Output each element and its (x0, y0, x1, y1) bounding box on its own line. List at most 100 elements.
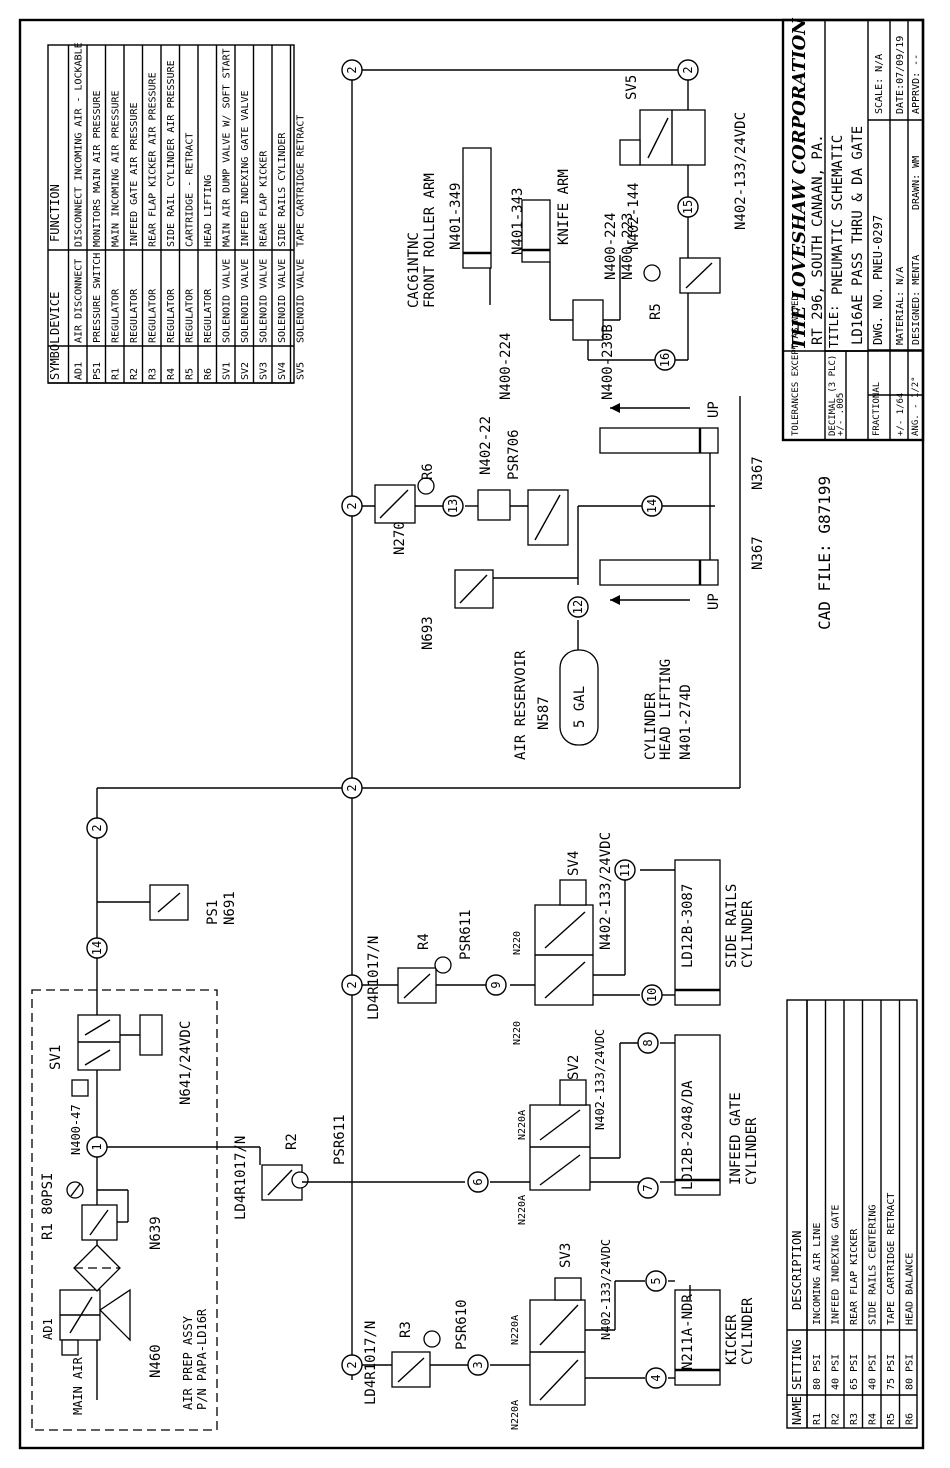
node-n7: 7 (637, 1177, 659, 1199)
device-table-function: MAIN INCOMING AIR PRESSURE (111, 90, 122, 247)
air-res-label-2: N587 (536, 696, 552, 730)
five-gal-label: 5 GAL (572, 686, 588, 728)
infeed-gate-cylinder (660, 1034, 721, 1196)
node-label: 2 (345, 981, 359, 988)
filter (73, 1244, 121, 1292)
node-label: 14 (645, 499, 659, 513)
device-table-function: TAPE CARTRIDGE RETRACT (296, 115, 307, 247)
device-table-symbol: SV3 (259, 362, 270, 380)
fractional-value: +/- 1/64 (896, 393, 906, 436)
n220a-2-label: N220A (517, 1195, 528, 1225)
settings-setting: 65 PSI (849, 1354, 860, 1390)
n400-47-label: N400-47 (69, 1104, 83, 1155)
sv2-label: SV2 (566, 1055, 582, 1080)
head-lifting-cylinders (577, 427, 719, 586)
node-label: 6 (471, 1178, 485, 1185)
node-label: 2 (681, 66, 695, 73)
air-prep-label-2: P/N PAPA-LD16R (195, 1308, 209, 1410)
settings-description: INFEED INDEXING GATE (831, 1205, 842, 1325)
node-n2: 2 (341, 59, 363, 81)
device-table-device: REGULATOR (148, 288, 159, 343)
device-table-symbol: SV4 (277, 362, 288, 380)
device-table-function: CARTRIDGE - RETRACT (185, 133, 196, 247)
n220-2-label: N220 (512, 1021, 523, 1045)
device-table-function: MONITORS MAIN AIR PRESSURE (92, 90, 103, 247)
title-label: TITLE: (827, 305, 841, 348)
shuttle-valve (572, 255, 688, 361)
n639-label: N639 (148, 1216, 164, 1250)
device-table-device: REGULATOR (166, 288, 177, 343)
node-n11: 11 (614, 859, 636, 881)
n400-230b-label: N400-230B (600, 324, 616, 400)
decimal-label: DECIMAL (3 PLC) (828, 355, 838, 436)
device-table-header-function: FUNCTION (48, 184, 62, 242)
settings-setting: 80 PSI (905, 1354, 916, 1390)
sv1-label: SV1 (48, 1045, 64, 1070)
n401-274d-label: N401-274D (678, 684, 694, 760)
n402-sv4-label: N402-133/24VDC (598, 832, 614, 950)
kicker-label-1: KICKER (724, 1314, 740, 1365)
ld12b-3087-label: LD12B-3087 (680, 884, 696, 968)
n641-label: N641/24VDC (178, 1021, 194, 1105)
n402-144-label: N402-144 (626, 183, 642, 250)
title-line-2: LD16AE PASS THRU & DA GATE (850, 126, 866, 345)
n402-sv5-label: N402-133/24VDC (733, 112, 749, 230)
ld4r-b-label: LD4R1017/N (363, 1321, 379, 1405)
settings-description: TAPE CARTRIDGE RETRACT (886, 1193, 897, 1325)
side-rails-cylinder (640, 859, 721, 1006)
cac-label-2: FRONT ROLLER ARM (422, 173, 438, 308)
up-b-label: UP (706, 593, 722, 610)
ad1-label: AD1 (41, 1318, 55, 1340)
sv1-dump-valve (71, 1014, 163, 1097)
fractional-label: FRACTIONAL (872, 382, 882, 436)
settings-name: R4 (868, 1413, 879, 1425)
n402-22-label: N402-22 (478, 416, 494, 475)
infeed-label-1: INFEED GATE (728, 1092, 744, 1185)
r4-label: R4 (416, 933, 432, 950)
node-label: 4 (649, 1374, 663, 1381)
knife-arm-cylinder (521, 199, 578, 321)
node-label: 9 (489, 981, 503, 988)
psr611-b-label: PSR611 (458, 909, 474, 960)
r2-regulator (261, 1164, 465, 1201)
settings-setting: 80 PSI (812, 1354, 823, 1390)
psr706-label: PSR706 (506, 429, 522, 480)
node-n3: 3 (467, 1354, 489, 1376)
air-prep-label-1: AIR PREP ASSY (181, 1315, 195, 1410)
sv3-valve (490, 1277, 645, 1406)
device-table-function: INFEED INDEXING GATE VALVE (240, 90, 251, 247)
node-label: 3 (471, 1361, 485, 1368)
device-table-function: HEAD LIFTING (203, 175, 214, 247)
device-table-device: AIR DISCONNECT (74, 259, 85, 343)
r6-label: R6 (420, 463, 436, 480)
tolerances-label: TOLERANCES EXCEPT AS NOTED (791, 295, 801, 436)
settings-setting: 75 PSI (886, 1354, 897, 1390)
node-label: 2 (345, 784, 359, 791)
ps1-pressure-switch (149, 884, 189, 921)
sv5-label: SV5 (624, 75, 640, 100)
node-n16: 16 (654, 349, 676, 371)
settings-name: R5 (886, 1413, 897, 1425)
r3-regulator (391, 1330, 470, 1388)
psr610-label: PSR610 (454, 1299, 470, 1350)
psr611-a-label: PSR611 (332, 1114, 348, 1165)
ld4r-a-label: LD4R1017/N (233, 1136, 249, 1220)
settings-name: R2 (831, 1413, 842, 1425)
settings-description: HEAD BALANCE (905, 1253, 916, 1325)
up-arrows (610, 403, 690, 605)
device-table-device: SOLENOID VALVE (259, 259, 270, 343)
ld12b-2048-label: LD12B-2048/DA (680, 1080, 696, 1190)
node-n2: 2 (341, 974, 363, 996)
n691-label: N691 (222, 891, 238, 925)
dwg-no: DWG. NO. PNEU-0297 (871, 215, 885, 345)
settings-description: INCOMING AIR LINE (812, 1223, 823, 1325)
node-n2: 2 (677, 59, 699, 81)
device-table-symbol: R2 (129, 368, 140, 380)
n400-224-b-label: N400-224 (603, 213, 619, 280)
ld4r-c-label: LD4R1017/N (366, 936, 382, 1020)
settings-setting: 40 PSI (831, 1354, 842, 1390)
n367-a-label: N367 (750, 456, 766, 490)
device-table-header-symbol: SYMBOL (48, 337, 62, 380)
r5-regulator (643, 257, 721, 294)
